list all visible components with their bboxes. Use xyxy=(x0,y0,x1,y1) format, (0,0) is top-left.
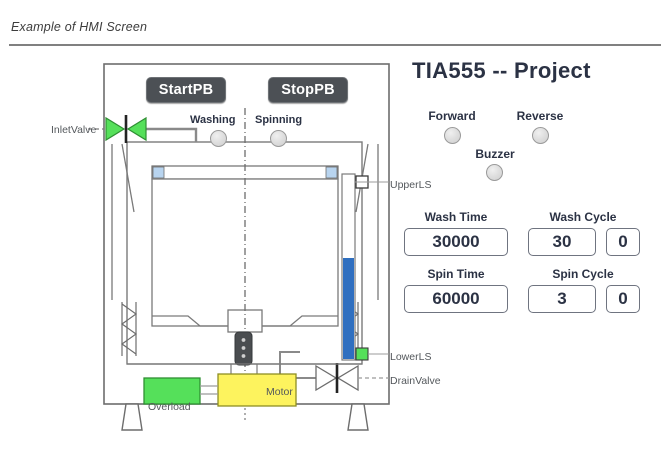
project-title: TIA555 -- Project xyxy=(412,58,591,83)
spinning-lamp xyxy=(270,130,287,147)
spring-left xyxy=(120,302,138,356)
wash-cycle-count[interactable]: 0 xyxy=(606,228,640,256)
reverse-lamp xyxy=(532,127,549,144)
lower-ls-indicator xyxy=(355,347,369,361)
inlet-valve-icon[interactable] xyxy=(105,115,147,143)
start-pb-label: StartPB xyxy=(158,82,214,98)
motor-block xyxy=(217,373,297,407)
spin-time-value[interactable]: 60000 xyxy=(404,285,508,313)
drain-valve-label: DrainValve xyxy=(390,375,441,387)
overload-block xyxy=(143,377,201,405)
spin-cycle-label: Spin Cycle xyxy=(552,267,614,281)
spin-cycle-count[interactable]: 0 xyxy=(606,285,640,313)
upper-ls-label: UpperLS xyxy=(390,179,432,191)
forward-lamp-label: Forward xyxy=(428,109,476,123)
drum-tab-left xyxy=(152,166,165,179)
washing-machine-diagram: StartPB StopPB Washing Spinning InletVal… xyxy=(0,52,400,449)
buzzer-lamp xyxy=(486,164,503,181)
shaft-dot-2 xyxy=(241,346,246,350)
inlet-valve-label: InletValve xyxy=(51,124,97,136)
spin-time-label: Spin Time xyxy=(427,267,485,281)
drum-bottom-left-contour xyxy=(152,315,228,327)
washing-lamp xyxy=(210,130,227,147)
lower-ls-label: LowerLS xyxy=(390,351,432,363)
start-pb-button[interactable]: StartPB xyxy=(146,77,226,103)
caption-divider xyxy=(9,44,661,46)
buzzer-lamp-label: Buzzer xyxy=(475,147,515,161)
cabinet-foot-right xyxy=(347,403,369,431)
reverse-lamp-label: Reverse xyxy=(516,109,564,123)
stop-pb-button[interactable]: StopPB xyxy=(268,77,348,103)
wash-time-label: Wash Time xyxy=(424,210,488,224)
wash-time-value[interactable]: 30000 xyxy=(404,228,508,256)
hmi-control-panel: TIA555 -- Project Forward Reverse Buzzer… xyxy=(390,52,669,449)
suspension-rod-left xyxy=(121,143,135,213)
motor-label: Motor xyxy=(266,386,293,398)
drain-pipe xyxy=(279,351,316,379)
spin-cycle-setpoint[interactable]: 3 xyxy=(528,285,596,313)
forward-lamp xyxy=(444,127,461,144)
washing-lamp-label: Washing xyxy=(190,114,236,126)
shaft-dot-3 xyxy=(241,354,246,358)
drum-tab-right xyxy=(325,166,338,179)
cabinet-foot-left xyxy=(121,403,143,431)
drum-bottom-right-contour xyxy=(262,315,338,327)
spinning-lamp-label: Spinning xyxy=(255,114,303,126)
level-gauge-water xyxy=(343,258,354,359)
inlet-pipe xyxy=(146,127,198,142)
wash-cycle-label: Wash Cycle xyxy=(549,210,617,224)
machine-schematic-svg xyxy=(88,63,390,431)
stop-pb-label: StopPB xyxy=(281,82,335,98)
overload-label: Overload xyxy=(148,401,191,413)
page-caption: Example of HMI Screen xyxy=(11,20,148,34)
wash-cycle-setpoint[interactable]: 30 xyxy=(528,228,596,256)
shaft-dot-1 xyxy=(241,338,246,342)
